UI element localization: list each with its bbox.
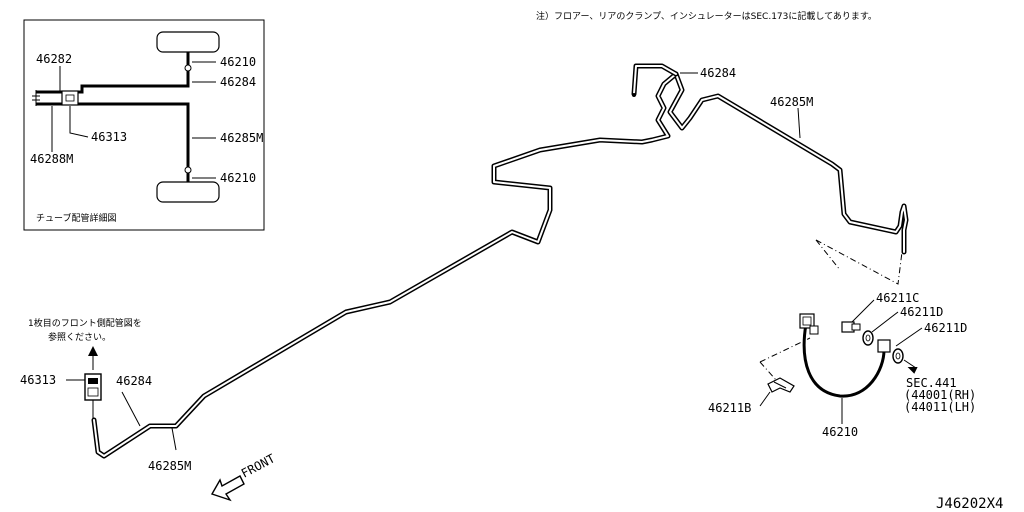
diagram-code: J46202X4 <box>936 496 1003 512</box>
header-note: 注）フロアー、リアのクランプ、インシュレーターはSEC.173に記載してあります… <box>536 10 877 22</box>
label-46211d-b: 46211D <box>924 321 967 335</box>
sec-ref-line1: SEC.441 <box>906 376 957 390</box>
label-46284-left: 46284 <box>116 374 152 388</box>
sec-ref-line2: (44001(RH) <box>904 388 976 402</box>
inset-label-46210-top: 46210 <box>220 55 256 69</box>
label-46211c: 46211C <box>876 291 919 305</box>
inset-detail: 46282 46210 46284 46313 46285M 46288M 46… <box>23 19 265 231</box>
label-46285m-top: 46285M <box>770 95 813 109</box>
inset-label-46282: 46282 <box>36 52 72 66</box>
inset-label-46313: 46313 <box>91 130 127 144</box>
inset-label-46285m: 46285M <box>220 131 263 145</box>
label-46285m-bottom: 46285M <box>148 459 191 473</box>
front-label: FRONT <box>239 451 277 480</box>
front-ref-arrow <box>88 346 98 370</box>
label-46211b: 46211B <box>708 401 751 415</box>
inset-label-46288m: 46288M <box>30 152 73 166</box>
wheel-bottom <box>156 181 220 203</box>
main-brake-tube <box>91 63 909 459</box>
sec-ref-line3: (44011(LH) <box>904 400 976 414</box>
inset-label-46284: 46284 <box>220 75 256 89</box>
label-46211d-a: 46211D <box>900 305 943 319</box>
inset-label-46210-bottom: 46210 <box>220 171 256 185</box>
hose-assembly <box>759 239 918 398</box>
wheel-top <box>156 31 220 53</box>
ref-note-line2: 参照ください。 <box>48 331 111 343</box>
label-46284-top: 46284 <box>700 66 736 80</box>
ref-note-line1: 1枚目のフロント側配管図を <box>28 317 142 329</box>
label-46210: 46210 <box>822 425 858 439</box>
label-46313: 46313 <box>20 373 56 387</box>
front-direction-arrow: FRONT <box>210 451 277 502</box>
connector-46313 <box>84 373 102 418</box>
inset-caption: チューブ配管詳細図 <box>36 212 116 224</box>
